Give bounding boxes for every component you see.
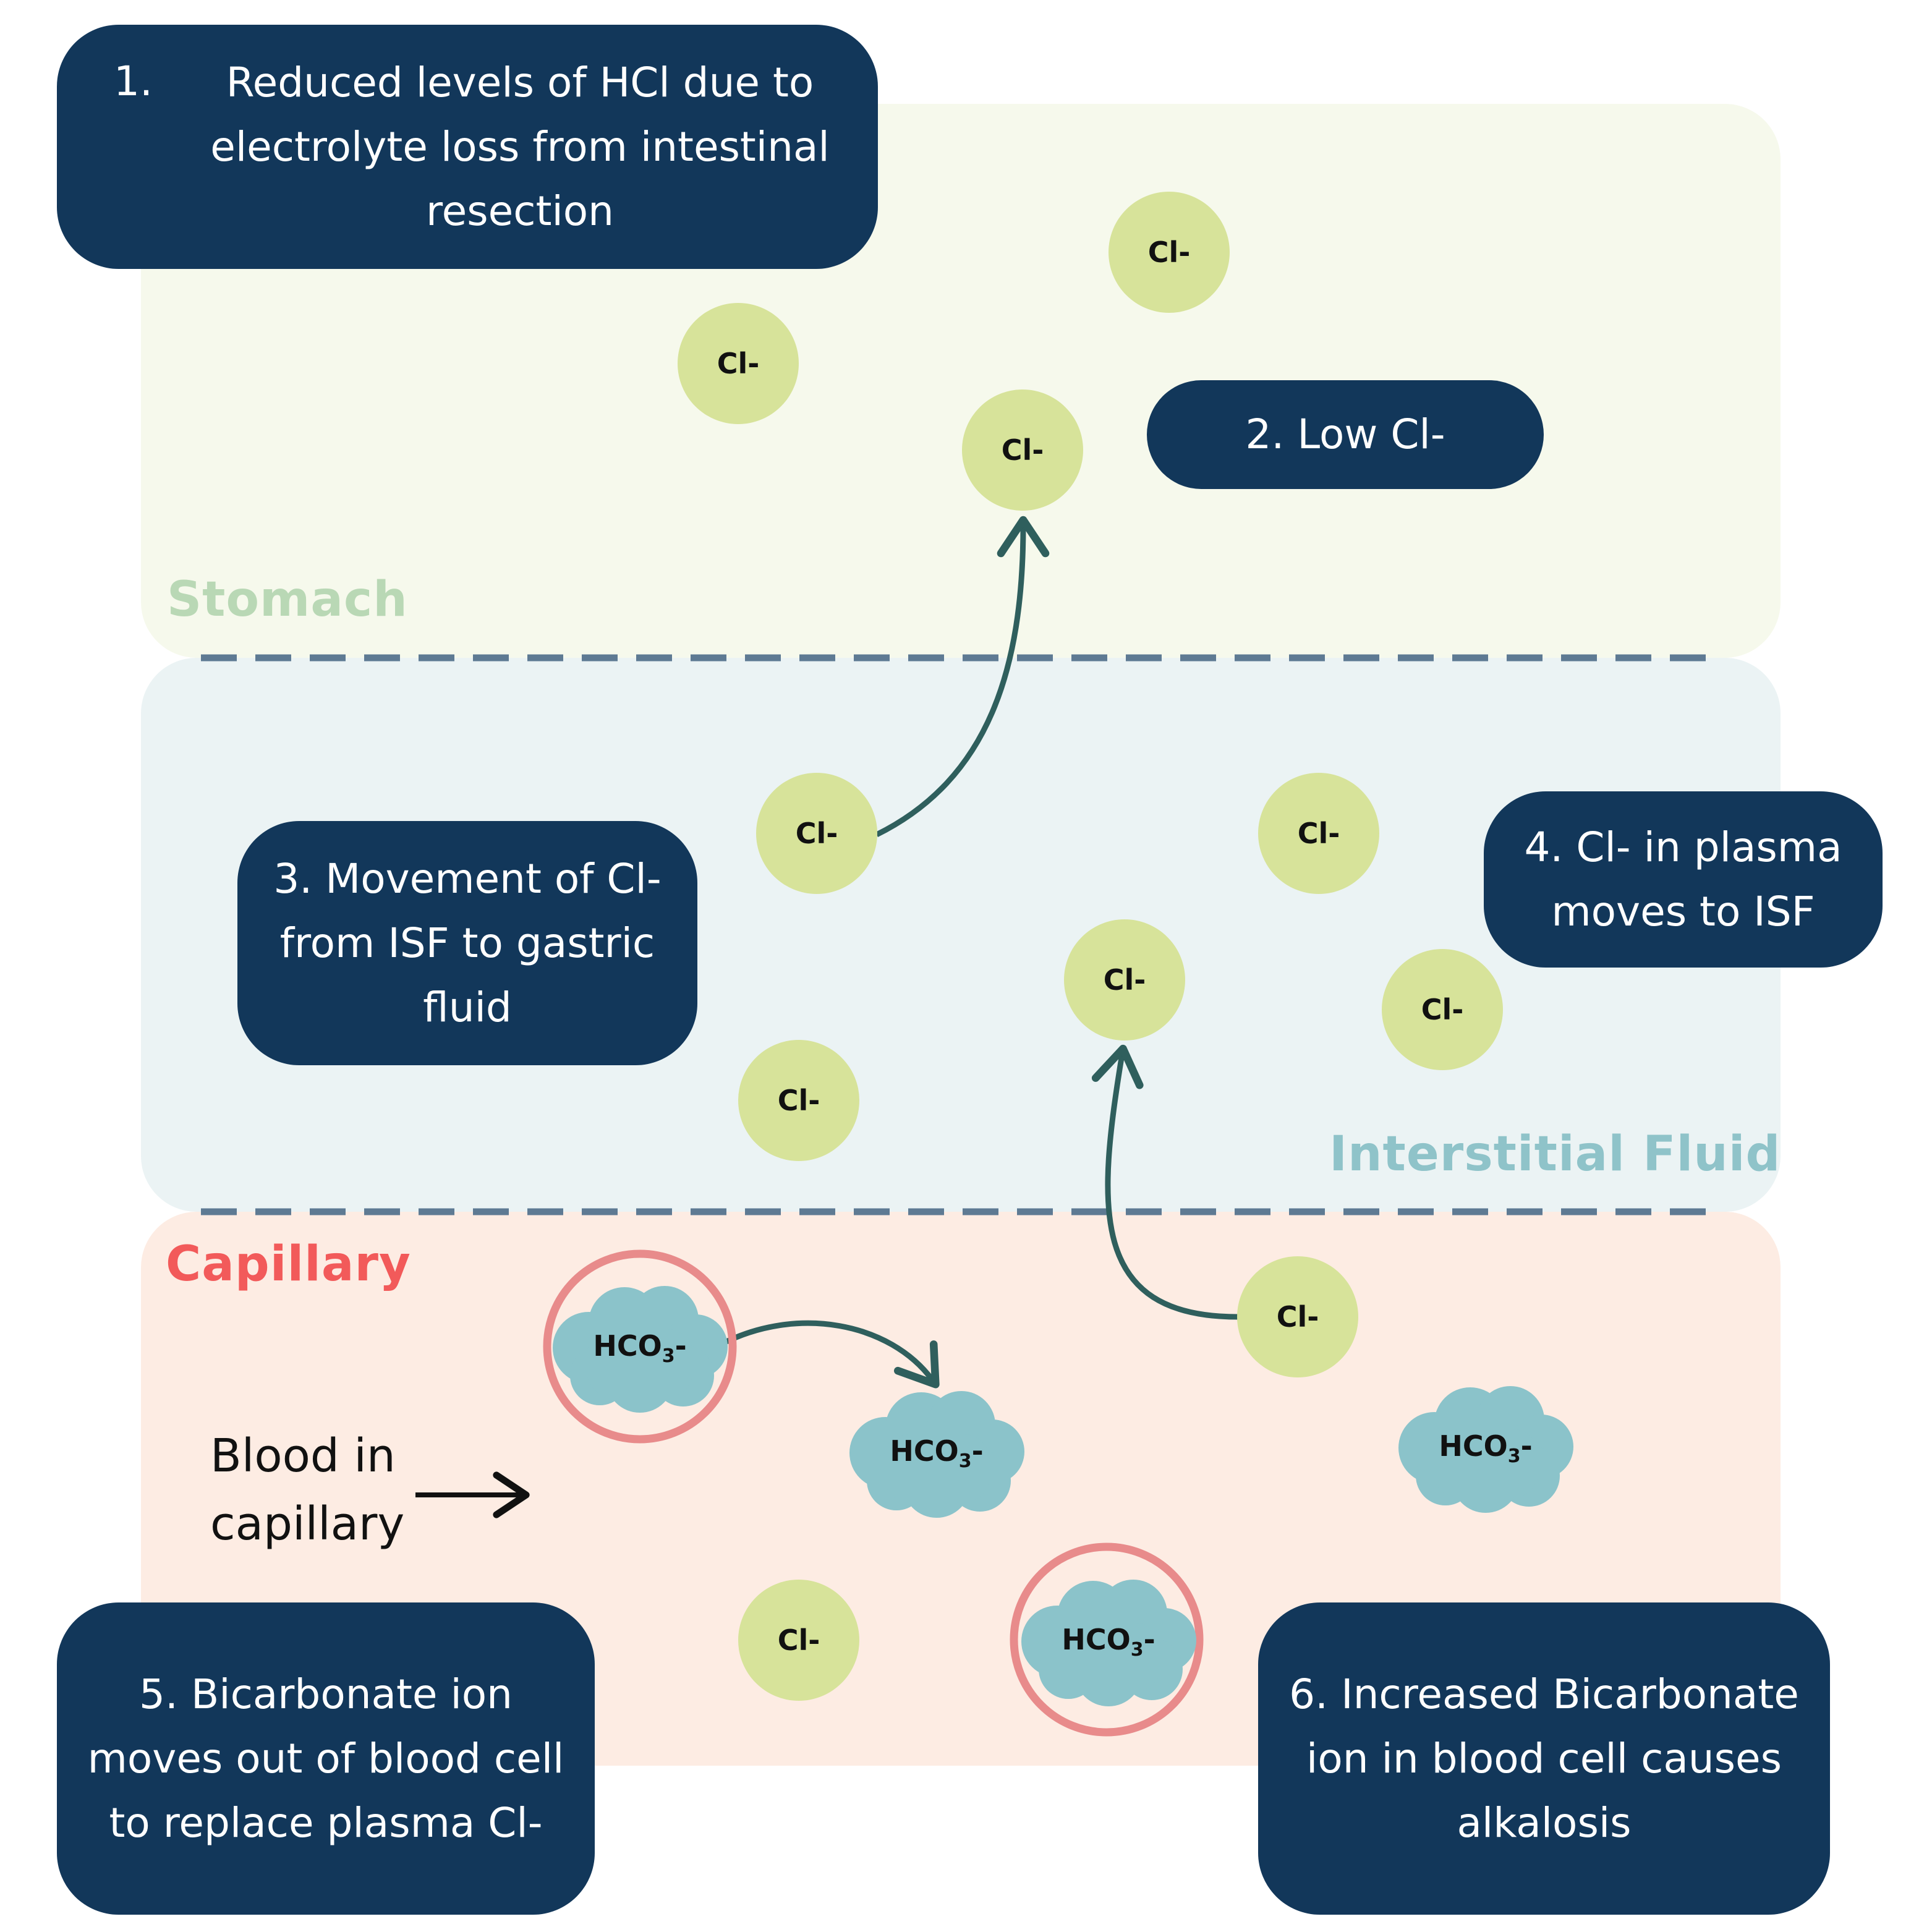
blood-flow-label: Blood in capillary xyxy=(210,1429,405,1551)
stomach-label: Stomach xyxy=(167,572,408,628)
bicarbonate-ion-3: HCO3- xyxy=(1396,1380,1575,1513)
cloud-shape xyxy=(553,1286,728,1413)
bicarbonate-ion-2: HCO3- xyxy=(847,1385,1026,1518)
bicarbonate-ion-4: HCO3- xyxy=(1019,1573,1198,1706)
chloride-ion-capillary-2: Cl- xyxy=(738,1580,859,1701)
chloride-ion-isf-5: Cl- xyxy=(738,1040,859,1161)
highlight-ring-1 xyxy=(543,1249,737,1444)
step-5-box: 5. Bicarbonate ion moves out of blood ce… xyxy=(57,1602,595,1915)
chloride-ion-stomach-1: Cl- xyxy=(1109,192,1230,313)
chloride-ion-isf-3: Cl- xyxy=(1064,919,1185,1040)
step-1-box: 1. Reduced levels of HCl due to electrol… xyxy=(57,25,878,269)
chloride-ion-isf-1: Cl- xyxy=(756,773,877,894)
chloride-ion-stomach-2: Cl- xyxy=(678,303,799,424)
step-6-box: 6. Increased Bicarbonate ion in blood ce… xyxy=(1258,1602,1830,1915)
step-3-box: 3. Movement of Cl- from ISF to gastric f… xyxy=(237,821,697,1065)
chloride-ion-capillary-1: Cl- xyxy=(1237,1256,1358,1377)
bicarbonate-ion-1: HCO3- xyxy=(550,1280,730,1413)
interstitial-fluid-label: Interstitial Fluid xyxy=(1329,1126,1781,1182)
cloud-shape xyxy=(1398,1386,1573,1513)
step-4-box: 4. Cl- in plasma moves to ISF xyxy=(1484,791,1883,968)
cloud-shape xyxy=(849,1391,1024,1518)
cloud-shape xyxy=(1021,1580,1196,1706)
capillary-label: Capillary xyxy=(166,1236,411,1292)
chloride-ion-stomach-3: Cl- xyxy=(962,389,1083,511)
step-2-box: 2. Low Cl- xyxy=(1147,380,1544,489)
chloride-ion-isf-4: Cl- xyxy=(1382,949,1503,1070)
chloride-ion-isf-2: Cl- xyxy=(1258,773,1379,894)
step-1-number: 1. xyxy=(114,57,153,105)
step-1-text: Reduced levels of HCl due to electrolyte… xyxy=(210,58,830,235)
highlight-ring-2 xyxy=(1010,1543,1204,1737)
arrow-isf-to-stomach xyxy=(875,516,1050,838)
arrow-bicarbonate-out xyxy=(718,1320,940,1389)
arrow-plasma-to-isf xyxy=(1091,1044,1238,1320)
